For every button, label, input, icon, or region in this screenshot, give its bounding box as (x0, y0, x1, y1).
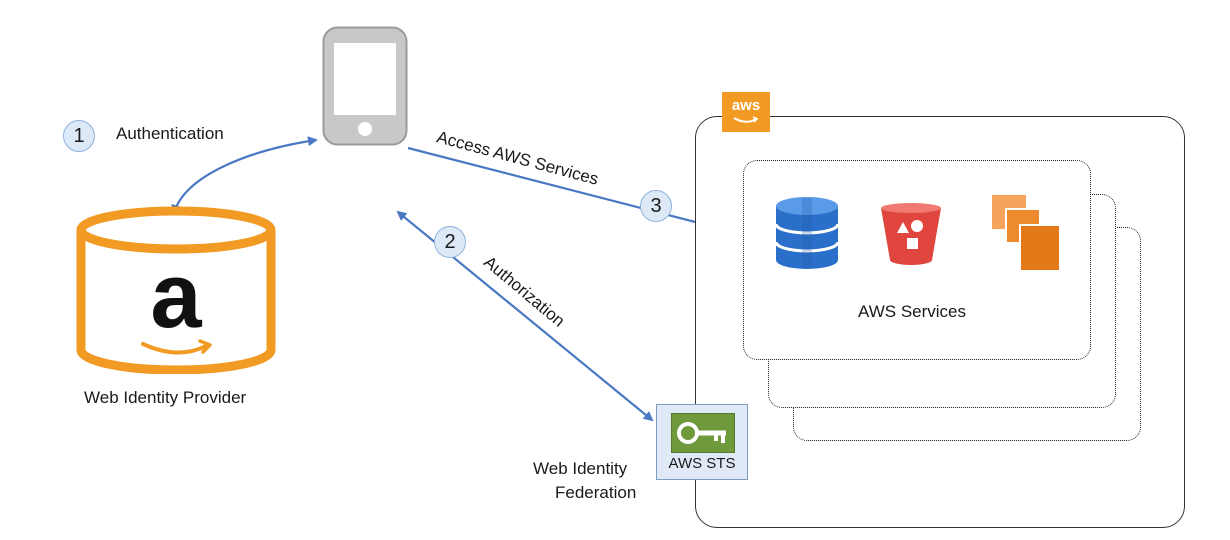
aws-smile-icon (733, 116, 759, 123)
amazon-logo-letter: a (150, 245, 202, 347)
web-identity-provider-cylinder (76, 206, 276, 374)
access-services-arrow (407, 146, 740, 236)
authentication-arrow (171, 136, 318, 215)
step-badge-1: 1 (63, 120, 95, 152)
mobile-device-icon (322, 26, 408, 146)
key-icon (677, 422, 726, 444)
web-identity-provider-label: Web Identity Provider (84, 388, 247, 407)
step-badge-2: 2 (434, 226, 466, 258)
aws-badge: aws (722, 92, 770, 132)
ec2-instances-icon (992, 195, 1061, 272)
aws-sts-label: AWS STS (668, 455, 736, 472)
federation-caption-line2: Federation (555, 483, 637, 502)
aws-badge-text: aws (731, 97, 761, 114)
sts-key-panel (671, 413, 735, 453)
authentication-label: Authentication (116, 124, 224, 143)
dynamodb-icon (774, 197, 840, 269)
amazon-smile-icon (141, 339, 212, 355)
aws-services-label: AWS Services (858, 302, 967, 321)
s3-bucket-icon (881, 203, 941, 265)
aws-sts-box: AWS STS (656, 404, 748, 480)
federation-caption-line1: Web Identity (533, 459, 628, 478)
step-badge-3: 3 (640, 190, 672, 222)
